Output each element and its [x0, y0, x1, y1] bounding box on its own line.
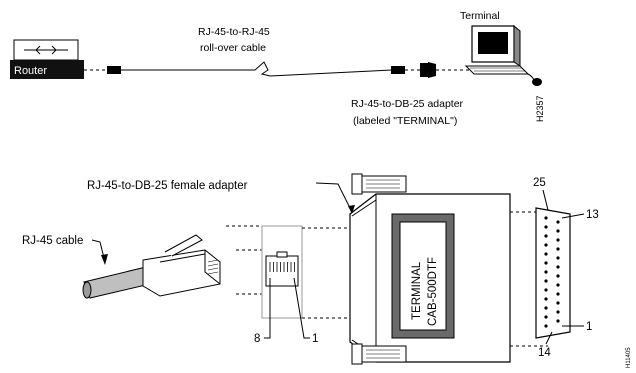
rj45-cable-arrowhead	[101, 254, 108, 265]
rj45-cable-and-plug	[82, 234, 221, 299]
rj45-jack-socket	[265, 255, 299, 287]
db25-shell	[535, 207, 571, 339]
cable-label-line1: RJ-45-to-RJ-45	[198, 26, 270, 38]
pin-1-leader	[293, 277, 310, 339]
pin-13-leader	[561, 213, 585, 219]
db25-pins	[544, 216, 560, 328]
adapter-label-line2: (labeled "TERMINAL")	[353, 115, 457, 127]
pin-8-leader	[264, 278, 271, 339]
router-arrows-icon	[24, 45, 68, 55]
db25-female-adapter: TERMINAL CAB-500DTF	[349, 173, 511, 365]
rj45-plug-body	[142, 249, 221, 297]
db25-connector	[510, 207, 571, 347]
terminal-keyboard	[464, 65, 530, 75]
adapter-title-leader	[315, 182, 353, 213]
figure-id-bottom: H11405	[626, 347, 632, 368]
rj45-cable-label: RJ-45 cable	[22, 235, 83, 247]
pin-8-label: 8	[254, 333, 260, 345]
router-body	[10, 60, 84, 79]
terminal-mouse-icon	[532, 78, 542, 86]
rollover-cable	[121, 61, 393, 77]
pin-14-label: 14	[538, 347, 551, 359]
pin-1-db-label: 1	[586, 321, 592, 333]
terminal-label: Terminal	[460, 10, 500, 22]
pin-14-leader	[545, 331, 553, 345]
rj45-plug-adapter-side	[391, 66, 405, 74]
adapter-text-line2: CAB-500DTF	[427, 257, 439, 326]
pin-1-jack-label: 1	[312, 333, 318, 345]
terminal-computer	[464, 24, 542, 86]
pin-13-label: 13	[586, 209, 599, 221]
rj45-plug-router-side	[107, 66, 121, 74]
terminal-screen	[478, 32, 508, 54]
adapter-title-arrowhead	[348, 205, 355, 214]
adapter-label-area	[399, 221, 447, 331]
rj45-plug-latch	[164, 234, 203, 257]
rj45-cable-jacket	[83, 265, 151, 299]
db25-adapter-top	[420, 62, 436, 78]
router-device: Router	[10, 39, 84, 79]
figure-id-top: H2357	[535, 95, 545, 122]
cable-label-line2: roll-over cable	[200, 42, 266, 54]
adapter-text-line1: TERMINAL	[411, 261, 423, 320]
rj45-jack-face	[261, 225, 303, 319]
router-label: Router	[14, 65, 47, 77]
adapter-title-label: RJ-45-to-DB-25 female adapter	[87, 180, 248, 192]
pin-25-label: 25	[533, 177, 546, 189]
pin-25-leader	[542, 189, 549, 211]
adapter-label-line1: RJ-45-to-DB-25 adapter	[351, 98, 464, 110]
